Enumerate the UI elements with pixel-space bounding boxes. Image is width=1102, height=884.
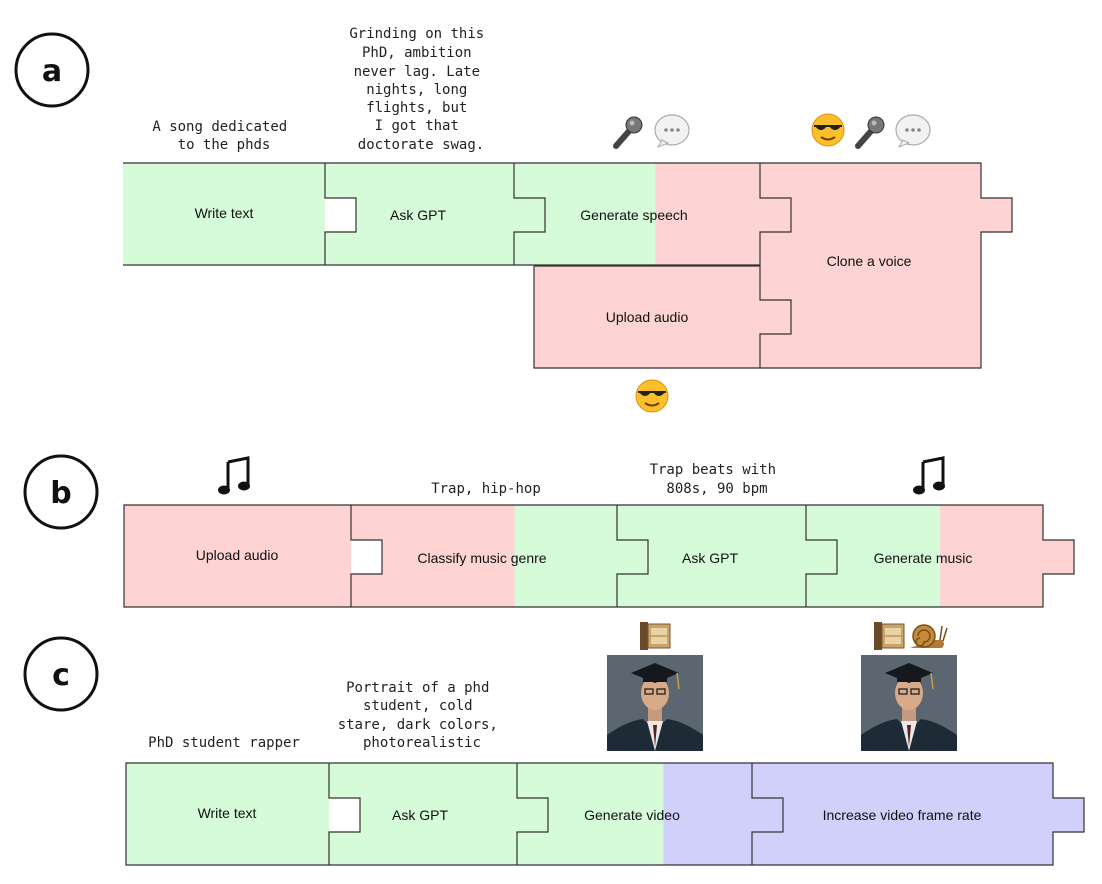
block-clone-voice <box>760 163 1012 368</box>
block-label: Clone a voice <box>827 253 912 269</box>
block-label: Generate music <box>874 550 973 566</box>
block-label: Generate video <box>584 807 680 823</box>
snail-icon <box>910 624 948 648</box>
block-generate-speech <box>514 163 791 265</box>
panel-c: c PhD student rapper Portrait of a phd s… <box>23 622 1085 866</box>
caption-text: Trap beats with 808s, 90 bpm <box>650 462 785 497</box>
block-ask-gpt <box>329 763 548 865</box>
film-strip-icon <box>640 622 671 650</box>
caption-text: Grinding on this PhD, ambition never lag… <box>349 26 492 153</box>
caption-text: Trap, hip-hop <box>431 481 541 497</box>
music-note-icon <box>913 456 945 495</box>
microphone-icon <box>613 116 643 149</box>
block-increase-video-frame-rate <box>752 763 1084 865</box>
block-generate-video <box>517 763 783 865</box>
block-label: Ask GPT <box>390 207 446 223</box>
block-label: Upload audio <box>606 309 689 325</box>
music-note-icon <box>218 456 250 495</box>
block-upload-audio <box>534 266 791 368</box>
film-strip-icon <box>874 622 905 650</box>
block-label: Increase video frame rate <box>823 807 982 823</box>
panel-b: b Trap, hip-hop Trap beats with 808s, 90… <box>23 454 1075 608</box>
panel-letter: b <box>50 476 71 511</box>
block-label: Write text <box>198 805 257 821</box>
block-write-text <box>126 763 329 865</box>
caption-text: Portrait of a phd student, cold stare, d… <box>338 680 507 751</box>
sunglasses-face-icon <box>635 379 669 413</box>
sunglasses-face-icon <box>811 113 845 147</box>
block-upload-audio <box>124 505 351 607</box>
microphone-icon <box>855 116 885 149</box>
speech-bubble-icon <box>654 114 690 148</box>
block-label: Ask GPT <box>682 550 738 566</box>
block-label: Ask GPT <box>392 807 448 823</box>
block-label: Classify music genre <box>417 550 546 566</box>
block-ask-gpt <box>617 505 837 607</box>
graduate-portrait-image <box>607 655 703 751</box>
block-classify-music-genre <box>351 505 648 607</box>
panel-letter: a <box>42 54 62 89</box>
block-generate-music <box>806 505 1074 607</box>
block-label: Generate speech <box>580 207 687 223</box>
block-label: Write text <box>195 205 254 221</box>
block-label: Upload audio <box>196 547 279 563</box>
caption-text: PhD student rapper <box>148 735 300 751</box>
block-ask-gpt <box>325 163 545 265</box>
speech-bubble-icon <box>895 114 931 148</box>
panel-letter: c <box>52 658 70 693</box>
graduate-portrait-image <box>861 655 957 751</box>
caption-text: A song dedicated to the phds <box>152 119 295 153</box>
panel-a: a A song dedicated to the phds Grinding … <box>14 26 1013 413</box>
block-write-text <box>123 163 325 265</box>
